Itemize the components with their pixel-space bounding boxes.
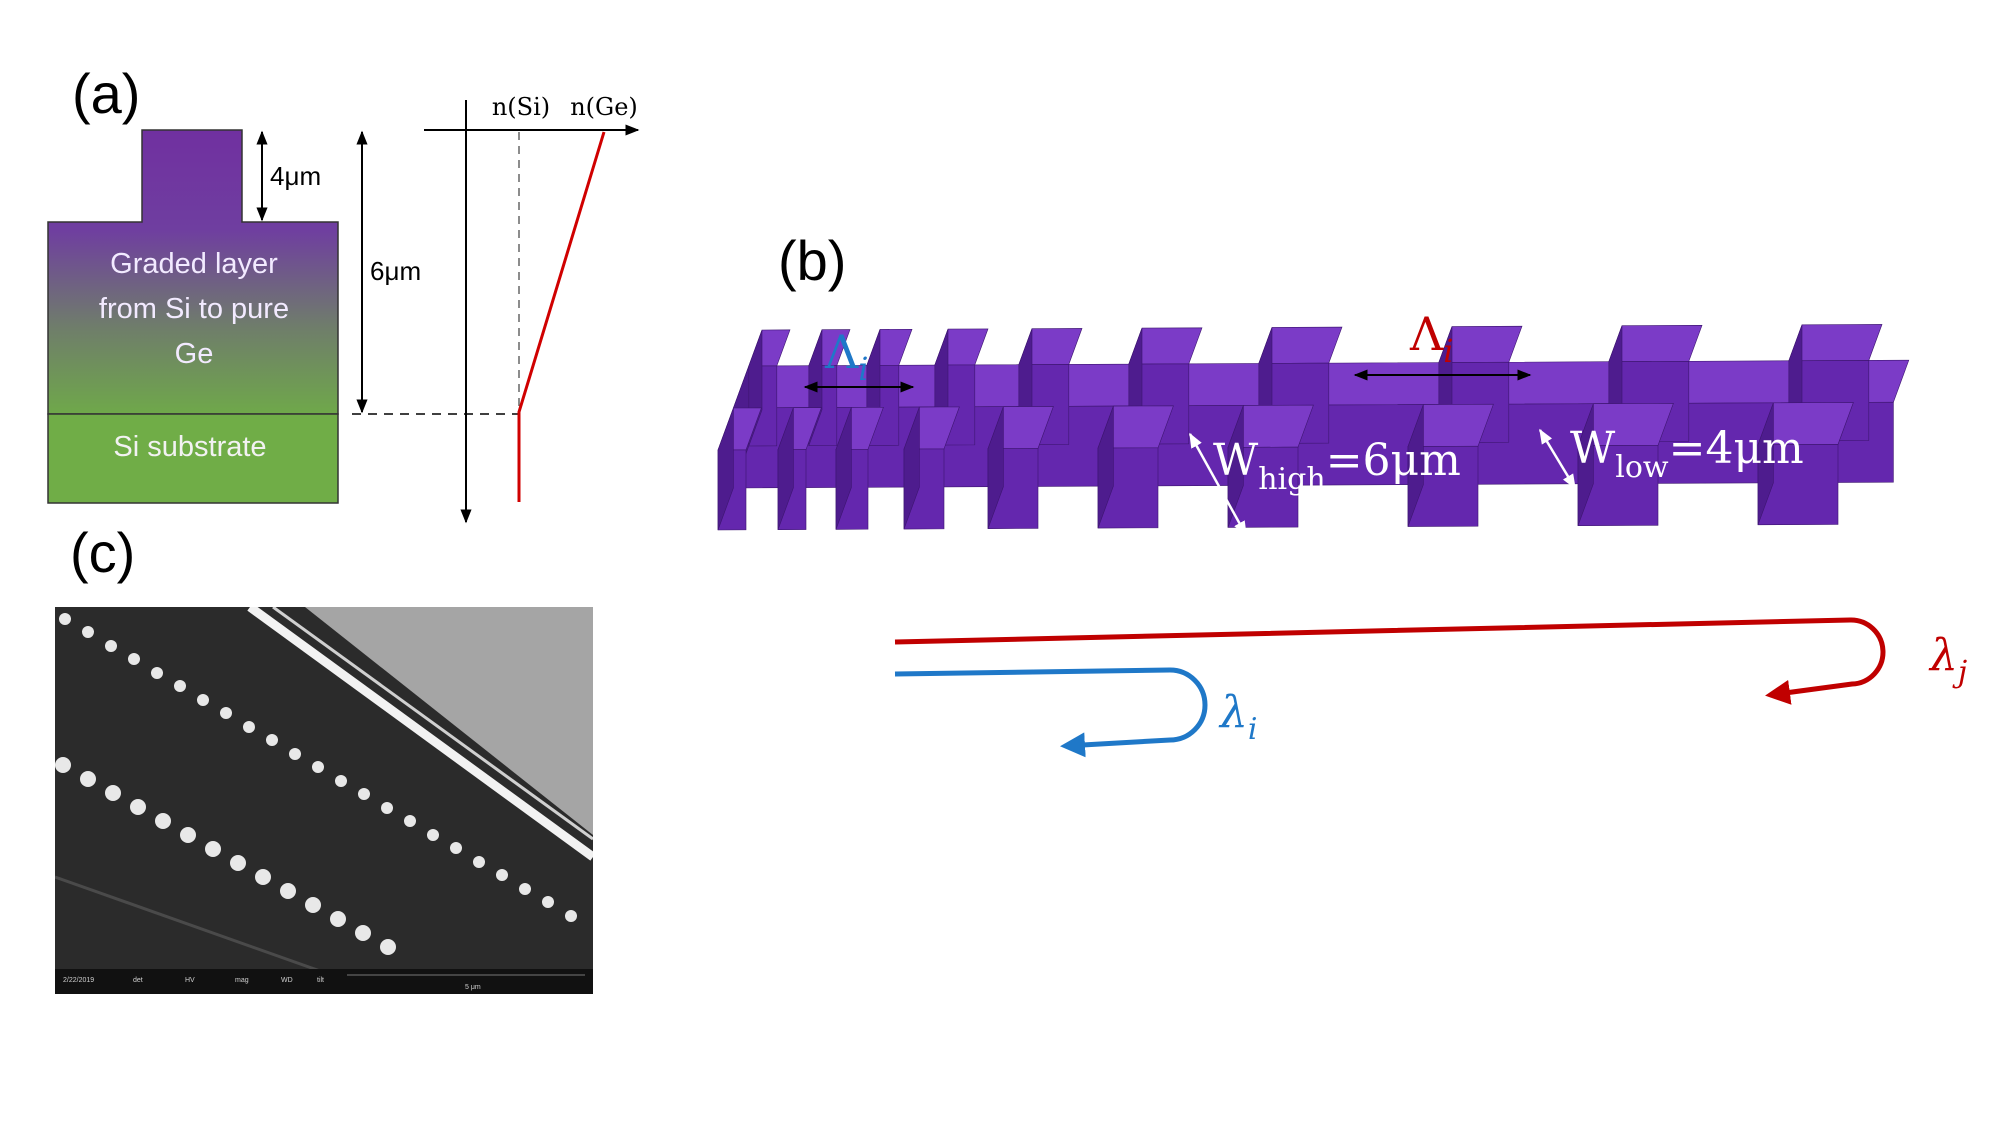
w-low-label: Wlow=4μm xyxy=(1570,423,1804,485)
grating-tooth-front-3-side xyxy=(903,406,920,530)
panel-b: (b) Λi Λi Whigh=6μm Wlow=4μm λj λi xyxy=(717,229,1967,758)
grating-tooth-back-8-top xyxy=(1608,324,1703,363)
period-left-label: Λi xyxy=(824,325,868,388)
grating-tooth-back-9-top xyxy=(1788,324,1883,362)
panel-b-label: (b) xyxy=(778,229,846,292)
sem-scale: 5 μm xyxy=(465,984,481,991)
grating-row-upper xyxy=(59,613,577,922)
grating-tooth-front-9-side xyxy=(1757,402,1774,525)
w-low-arrow xyxy=(1538,428,1577,490)
w-high-arrow xyxy=(1188,432,1248,537)
lambda-i-reflection-path xyxy=(894,667,1208,758)
dim-ridge-label: 4μm xyxy=(270,161,321,191)
w-high-label: Whigh=6μm xyxy=(1213,435,1461,497)
grating-tooth-front-1-side xyxy=(777,407,794,530)
period-right-label: Λi xyxy=(1409,307,1453,370)
panel-c: (c) 2/22/2019 det HV xyxy=(55,521,593,994)
sem-wd: WD xyxy=(281,977,293,984)
axis-label-ge: n(Ge) xyxy=(570,93,638,121)
grating-tooth-front-8-side xyxy=(1577,403,1594,526)
sem-date: 2/22/2019 xyxy=(63,977,94,984)
axis-label-si: n(Si) xyxy=(492,93,550,121)
panel-a-label: (a) xyxy=(72,62,140,125)
sem-tilt: tilt xyxy=(317,977,324,984)
dim-total-label: 6μm xyxy=(370,256,421,286)
graded-layer-text-2: from Si to pure xyxy=(99,293,289,325)
lambda-i-label: λi xyxy=(1218,687,1258,747)
si-substrate-block xyxy=(47,413,339,504)
grating-tooth-front-5-side xyxy=(1097,405,1114,529)
grating-tooth-front-7-side xyxy=(1407,404,1424,527)
grating-tooth-front-2-side xyxy=(835,407,852,530)
sem-mag: mag xyxy=(235,977,249,984)
panel-a: (a) Graded layer from Si to pure Ge Si s… xyxy=(47,62,640,524)
lambda-j-label: λj xyxy=(1928,630,1967,690)
sem-det: det xyxy=(133,977,143,984)
grating-row-lower xyxy=(55,757,396,955)
grating-tooth-front-0-side xyxy=(717,407,734,531)
grating-tooth-front-4-side xyxy=(987,406,1004,529)
substrate-text: Si substrate xyxy=(113,431,266,463)
graded-layer-text-3: Ge xyxy=(175,338,214,370)
graded-layer-text-1: Graded layer xyxy=(110,248,278,280)
sem-hv: HV xyxy=(185,977,195,984)
index-profile-curve xyxy=(517,131,606,502)
lambda-j-reflection-path xyxy=(894,617,1886,705)
sem-image: 2/22/2019 det HV mag WD tilt 5 μm xyxy=(55,607,593,994)
panel-c-label: (c) xyxy=(70,521,135,584)
